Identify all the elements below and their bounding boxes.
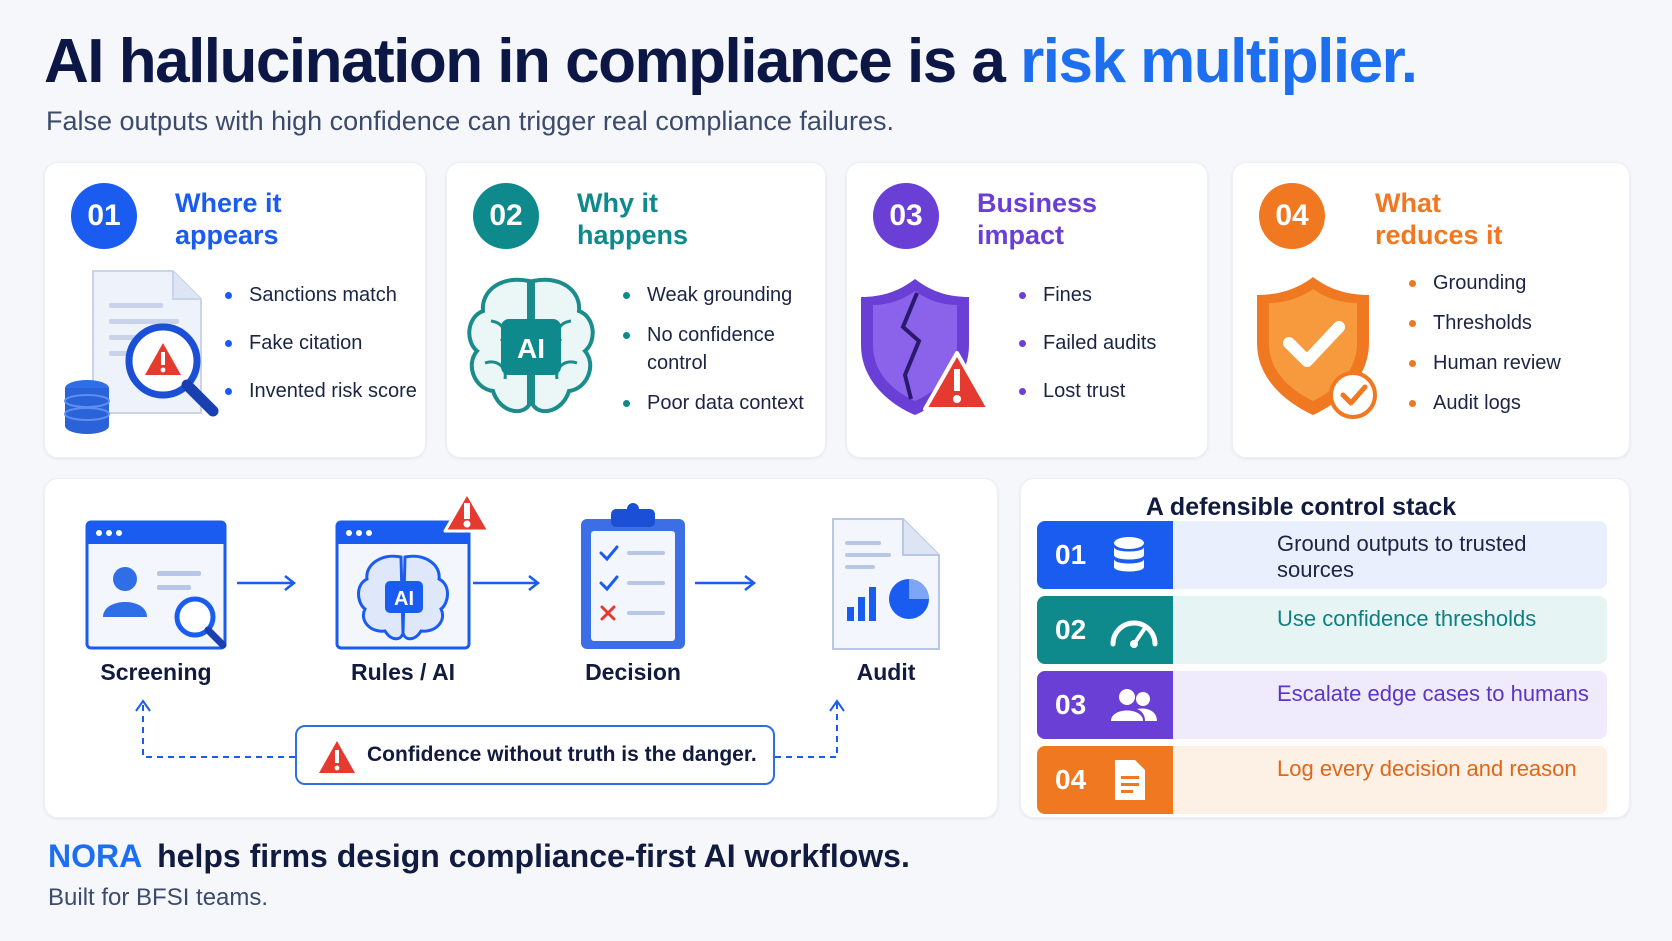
list-item: Invented risk score <box>225 377 417 405</box>
stack-number: 04 <box>1055 764 1087 795</box>
list-item: Fines <box>1019 281 1156 309</box>
stack-number: 01 <box>1055 539 1087 570</box>
card-number: 02 <box>473 183 539 249</box>
list-item: Grounding <box>1409 269 1561 297</box>
list-item: Failed audits <box>1019 329 1156 357</box>
footer-tagline: NORA helps firms design compliance-first… <box>48 838 910 875</box>
card-number: 01 <box>71 183 137 249</box>
card-title: Why it happens <box>577 188 689 250</box>
card-number: 04 <box>1259 183 1325 249</box>
step-decision: Decision <box>585 659 681 685</box>
list-item: Poor data context <box>623 389 813 417</box>
stack-row: 03 Escalate edge cases to humans <box>1037 671 1607 739</box>
stack-text: Use confidence thresholds <box>1277 606 1537 631</box>
document-icon <box>1115 760 1145 800</box>
check-shield-icon <box>1257 277 1377 419</box>
stack-number: 03 <box>1055 689 1087 720</box>
ai-chip-label: AI <box>394 588 414 610</box>
stack-text: Ground outputs to trusted sources <box>1277 531 1527 582</box>
tagline-text: helps firms design compliance-first AI w… <box>157 838 910 874</box>
ai-chip-label: AI <box>517 333 545 364</box>
step-audit: Audit <box>856 659 916 685</box>
step-rules-ai: Rules / AI <box>351 659 455 685</box>
warning-icon <box>319 741 355 773</box>
document-search-icon <box>64 270 219 434</box>
card-business-impact: 03 Business impact Fines Failed audits L… <box>846 162 1208 458</box>
card-why-it-happens: 02 Why it happens AI Weak grounding No c… <box>446 162 826 458</box>
card-what-reduces-it: 04 What reduces it Grounding Thresholds … <box>1232 162 1630 458</box>
page-title: AI hallucination in compliance is a risk… <box>44 26 1418 97</box>
danger-callout: Confidence without truth is the danger. <box>295 725 775 785</box>
stack-row: 01 Ground outputs to trusted sources <box>1037 521 1607 589</box>
card-title: Business impact <box>977 188 1098 250</box>
list-item: Weak grounding <box>623 281 813 309</box>
gauge-icon <box>1110 620 1158 648</box>
title-main: AI hallucination in compliance is a <box>44 27 1006 96</box>
decision-clipboard-icon <box>581 503 685 649</box>
stack-badge: 02 <box>1037 596 1173 664</box>
list-item: Human review <box>1409 349 1561 377</box>
card-list: Weak grounding No confidence control Poo… <box>623 281 813 417</box>
ai-brain-icon: AI <box>467 277 595 414</box>
page-subtitle: False outputs with high confidence can t… <box>46 106 894 136</box>
list-item: Thresholds <box>1409 309 1561 337</box>
stack-number: 02 <box>1055 614 1087 645</box>
feedback-loop <box>142 703 838 758</box>
card-title: What reduces it <box>1375 188 1503 250</box>
danger-text: Confidence without truth is the danger. <box>367 743 757 766</box>
stack-text: Escalate edge cases to humans <box>1277 681 1589 706</box>
stack-row: 04 Log every decision and reason <box>1037 746 1607 814</box>
flow-arrows <box>237 575 757 591</box>
users-icon <box>1111 689 1157 721</box>
workflow-graphics: AI <box>85 491 940 758</box>
step-screening: Screening <box>100 659 212 685</box>
footer-subtext: Built for BFSI teams. <box>48 884 269 911</box>
brand-name: NORA <box>48 838 143 874</box>
list-item: Sanctions match <box>225 281 417 309</box>
list-item: No confidence control <box>623 321 813 377</box>
workflow-diagram: AI <box>44 478 998 818</box>
card-number: 03 <box>873 183 939 249</box>
stack-title: A defensible control stack <box>1145 493 1457 521</box>
card-title: Where it appears <box>175 188 282 250</box>
rules-ai-icon: AI <box>335 491 491 650</box>
list-item: Fake citation <box>225 329 417 357</box>
card-list: Grounding Thresholds Human review Audit … <box>1409 269 1561 417</box>
audit-report-icon <box>832 518 940 650</box>
list-item: Lost trust <box>1019 377 1156 405</box>
stack-badge: 04 <box>1037 746 1173 814</box>
screening-icon <box>85 520 227 650</box>
title-accent: risk multiplier. <box>1020 27 1418 96</box>
control-stack: A defensible control stack 01 Ground out… <box>1020 478 1630 818</box>
card-list: Sanctions match Fake citation Invented r… <box>225 281 417 405</box>
stack-row: 02 Use confidence thresholds <box>1037 596 1607 664</box>
list-item: Audit logs <box>1409 389 1561 417</box>
stack-text: Log every decision and reason <box>1277 756 1577 781</box>
stack-badge: 01 <box>1037 521 1173 589</box>
stack-badge: 03 <box>1037 671 1173 739</box>
card-where-it-appears: 01 Where it appears Sanctions match Fake… <box>44 162 426 458</box>
card-list: Fines Failed audits Lost trust <box>1019 281 1156 405</box>
database-icon <box>1114 537 1144 572</box>
broken-shield-icon <box>861 279 991 415</box>
